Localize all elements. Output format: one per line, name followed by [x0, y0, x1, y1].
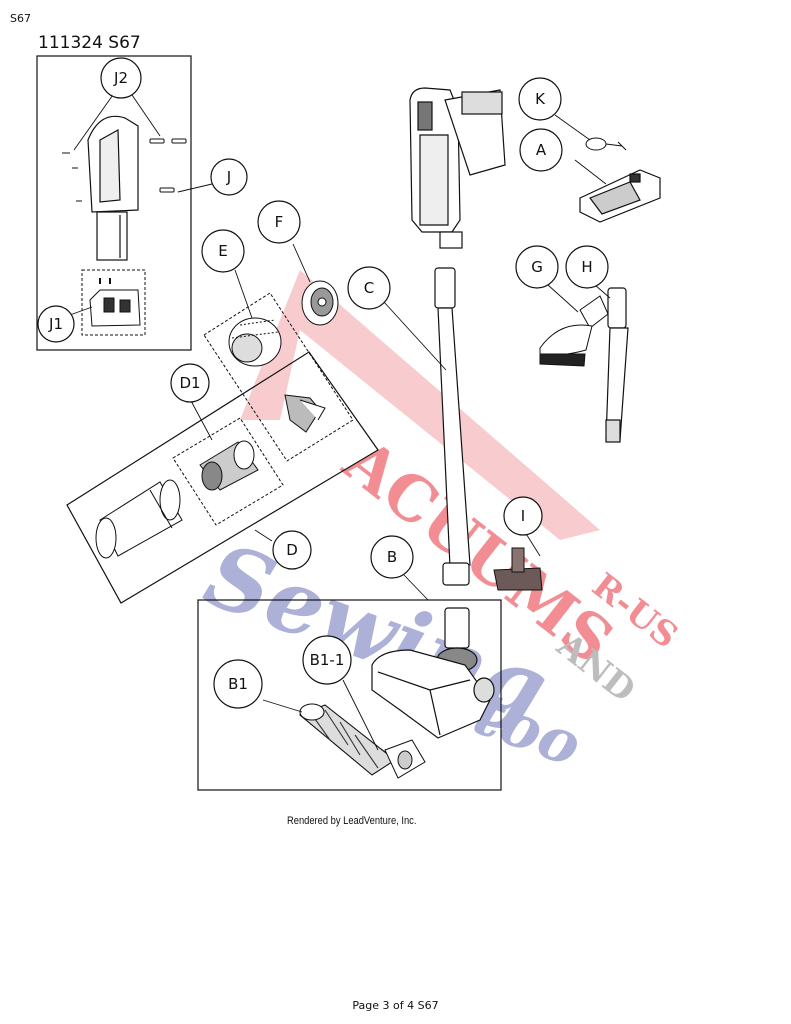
mini-motorized-brush-part: [493, 547, 543, 591]
filter-cap-part: [301, 280, 339, 326]
bracket-part: [89, 278, 141, 327]
cylinder-filter-part: [228, 317, 282, 367]
cyclone-part: [284, 394, 326, 433]
d-assembly-box: [66, 351, 379, 604]
j1-dashed-box: [81, 269, 146, 336]
corner-code: S67: [10, 12, 31, 25]
svg-text:J: J: [226, 168, 231, 186]
callout-g: G: [515, 245, 559, 289]
inner-cyclone-filter-part: [199, 440, 259, 491]
callout-i: I: [503, 496, 543, 536]
svg-text:B1-1: B1-1: [310, 651, 345, 669]
svg-text:K: K: [535, 90, 546, 108]
brush-roll-part: [298, 703, 396, 776]
screws-j2: [62, 138, 187, 202]
extension-tube-part: [434, 267, 471, 586]
callout-j1: J1: [37, 305, 75, 343]
main-leader-lines: [262, 114, 611, 751]
callout-b1: B1: [213, 659, 263, 709]
render-credit: Rendered by LeadVenture, Inc.: [287, 815, 417, 827]
page-title: 111324 S67: [38, 33, 141, 53]
svg-text:J2: J2: [113, 69, 128, 87]
svg-text:B1: B1: [228, 675, 248, 693]
handle-housing-part: [87, 115, 139, 261]
j-leader-lines: [69, 91, 213, 316]
watermark-roof-shape: [240, 270, 600, 540]
callout-h: H: [565, 245, 609, 289]
svg-text:F: F: [275, 213, 284, 231]
b-group-box: [197, 599, 502, 791]
callout-f: F: [257, 200, 301, 244]
svg-text:D1: D1: [179, 374, 200, 392]
brush-end-cap-part: [384, 739, 426, 779]
d1-dashed-box: [172, 417, 284, 526]
svg-text:A: A: [536, 141, 547, 159]
svg-text:G: G: [531, 258, 543, 276]
callout-b1-1: B1-1: [302, 635, 352, 685]
callout-k: K: [518, 77, 562, 121]
svg-text:I: I: [521, 507, 525, 525]
svg-text:D: D: [286, 541, 298, 559]
callout-b: B: [370, 535, 414, 579]
motor-body-part: [409, 87, 506, 249]
svg-text:H: H: [581, 258, 592, 276]
callout-d1: D1: [170, 363, 210, 403]
callout-e: E: [201, 229, 245, 273]
callout-j: J: [210, 158, 248, 196]
crevice-tool-part: [605, 287, 629, 443]
callout-a: A: [519, 128, 563, 172]
dust-bin-part: [95, 479, 183, 559]
callout-d: D: [272, 530, 312, 570]
filter-leader-lines: [189, 243, 311, 542]
svg-text:E: E: [218, 242, 227, 260]
floor-head-part: [371, 607, 495, 739]
j-group-box: [36, 55, 192, 351]
svg-text:J1: J1: [48, 315, 63, 333]
page-footer: Page 3 of 4 S67: [352, 999, 439, 1012]
battery-pack-part: [579, 169, 661, 223]
callout-j2: J2: [100, 57, 142, 99]
charger-cable-part: [585, 137, 627, 151]
svg-text:B: B: [387, 548, 397, 566]
svg-text:C: C: [364, 279, 374, 297]
dusting-brush-part: [539, 295, 609, 367]
callout-c: C: [347, 266, 391, 310]
